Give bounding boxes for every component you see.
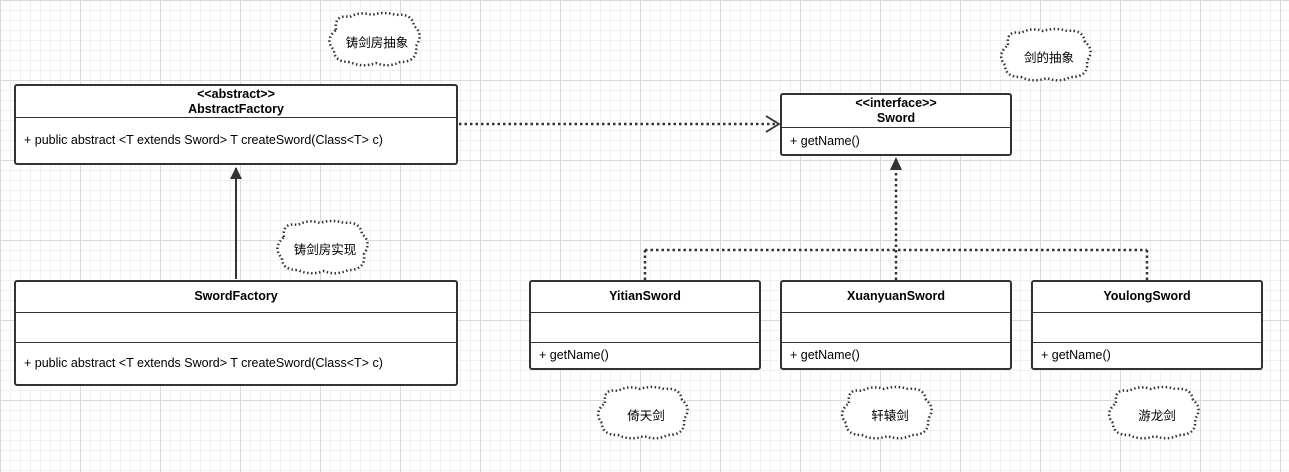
- class-header: YitianSword: [531, 282, 759, 313]
- class-header: SwordFactory: [16, 282, 456, 313]
- yitian-sword-class[interactable]: YitianSword + getName(): [529, 280, 761, 370]
- class-name: XuanyuanSword: [847, 289, 945, 303]
- class-attributes-section: [16, 313, 456, 343]
- class-operation: + getName(): [790, 348, 860, 362]
- class-operation: + public abstract <T extends Sword> T cr…: [24, 133, 383, 147]
- note-cloud-youlong: [1107, 385, 1200, 440]
- class-attributes-section: [782, 313, 1010, 343]
- class-name: Sword: [876, 111, 916, 125]
- class-header: <<abstract>> AbstractFactory: [16, 86, 456, 118]
- class-operation: + getName(): [539, 348, 609, 362]
- class-header: YoulongSword: [1033, 282, 1261, 313]
- class-name: AbstractFactory: [188, 102, 284, 116]
- note-cloud-xuanyuan: [840, 385, 933, 440]
- class-stereotype: <<interface>>: [855, 96, 937, 110]
- sword-interface-class[interactable]: <<interface>> Sword + getName(): [780, 93, 1012, 156]
- class-name: YitianSword: [609, 289, 681, 303]
- note-cloud-yitian: [596, 385, 689, 440]
- class-attributes-section: [1033, 313, 1261, 343]
- note-cloud-factory-impl: [276, 219, 369, 275]
- sword-factory-class[interactable]: SwordFactory + public abstract <T extend…: [14, 280, 458, 386]
- note-factory-abstract: 铸剑房抽象: [345, 36, 409, 50]
- note-yitian: 倚天剑: [627, 409, 665, 423]
- dependency-arrowhead: [765, 115, 781, 133]
- class-name: SwordFactory: [194, 289, 278, 303]
- youlong-sword-class[interactable]: YoulongSword + getName(): [1031, 280, 1263, 370]
- xuanyuan-sword-class[interactable]: XuanyuanSword + getName(): [780, 280, 1012, 370]
- class-stereotype: <<abstract>>: [197, 87, 275, 101]
- class-operation: + getName(): [790, 134, 860, 148]
- realization-connector: [643, 170, 1149, 280]
- class-header: XuanyuanSword: [782, 282, 1010, 313]
- note-factory-impl: 铸剑房实现: [293, 243, 357, 257]
- class-header: <<interface>> Sword: [782, 95, 1010, 128]
- note-cloud-factory-abstract: [328, 11, 421, 67]
- class-operation: + getName(): [1041, 348, 1111, 362]
- class-operation: + public abstract <T extends Sword> T cr…: [24, 356, 383, 370]
- note-sword-abstract: 剑的抽象: [1023, 51, 1074, 65]
- class-attributes-section: [531, 313, 759, 343]
- class-name: YoulongSword: [1103, 289, 1191, 303]
- note-cloud-sword-abstract: [999, 27, 1092, 82]
- note-youlong: 游龙剑: [1138, 409, 1176, 423]
- abstract-factory-class[interactable]: <<abstract>> AbstractFactory + public ab…: [14, 84, 458, 165]
- note-xuanyuan: 轩辕剑: [871, 409, 909, 423]
- realization-arrowhead: [890, 157, 902, 170]
